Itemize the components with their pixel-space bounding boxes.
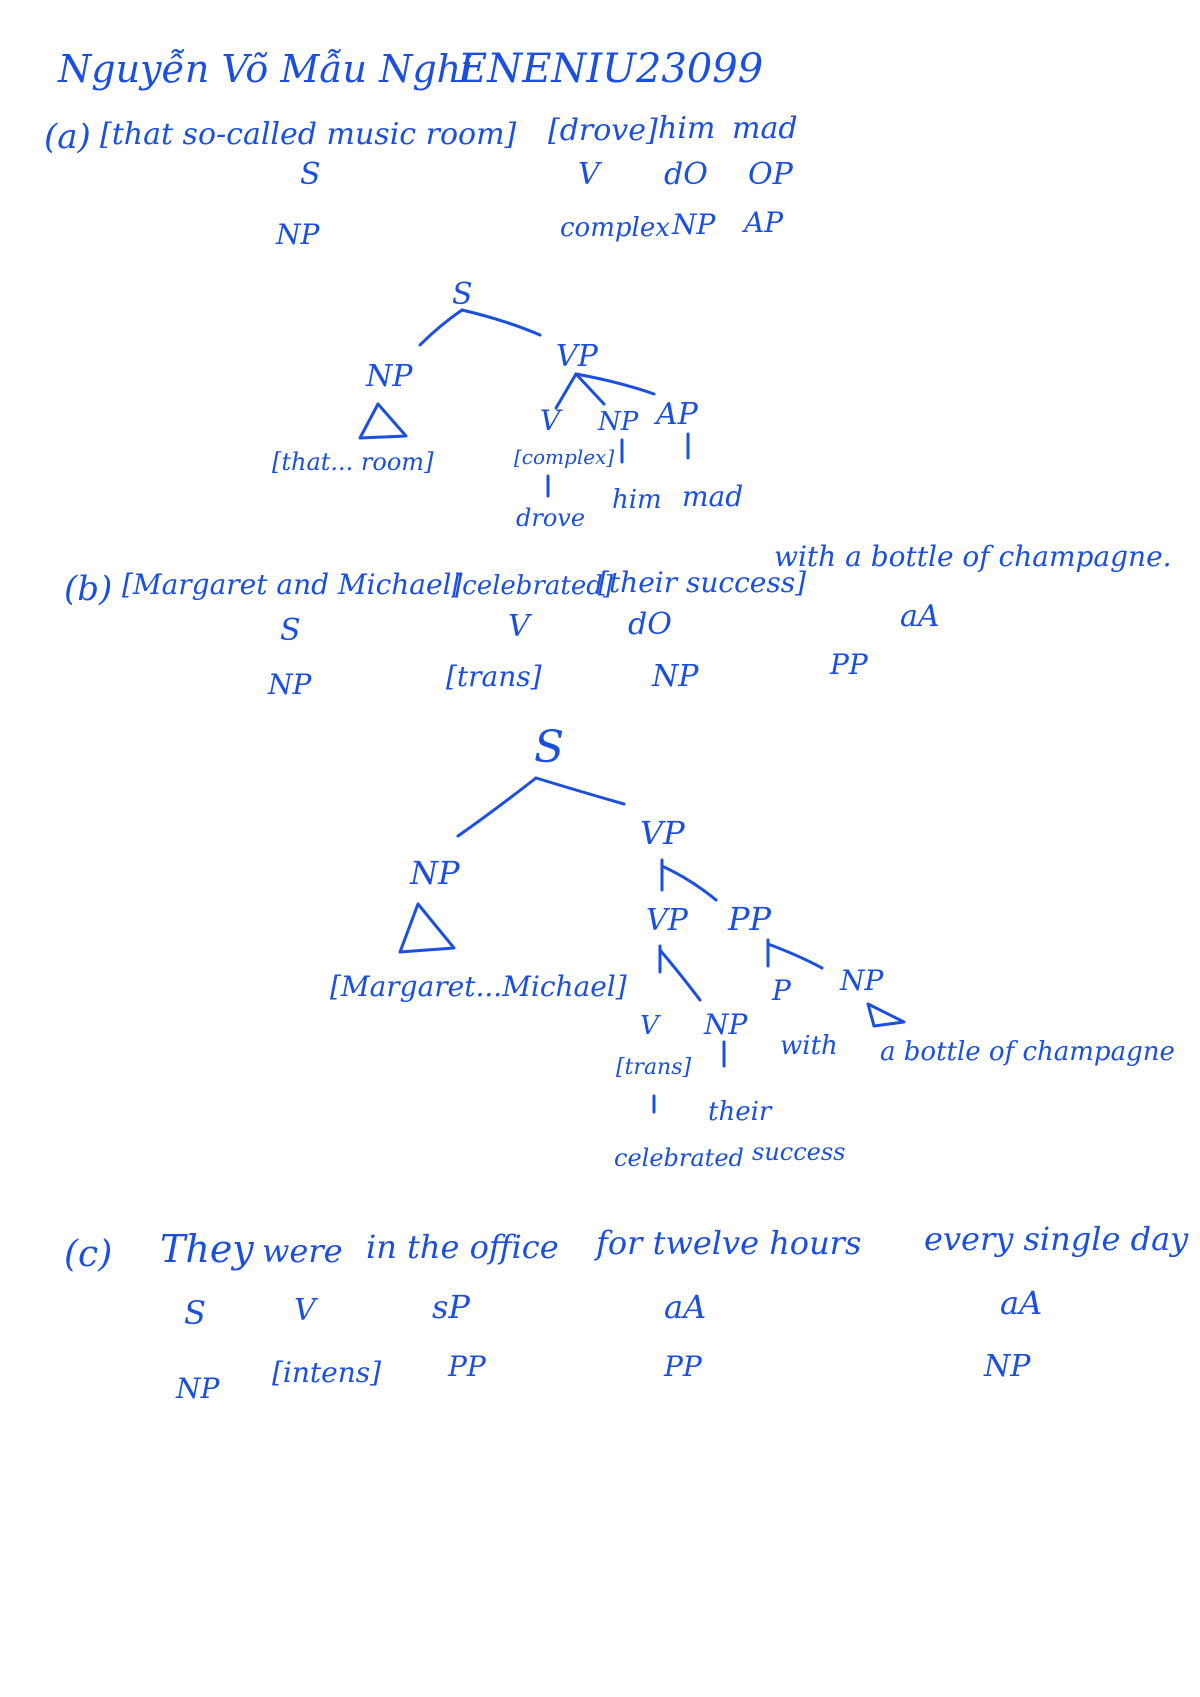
exercise-c: (c) They were in the office for twelve h… bbox=[64, 1220, 1189, 1405]
exercise-marker: (b) bbox=[64, 569, 112, 609]
tree-node-np: NP bbox=[703, 1008, 749, 1041]
category-label: PP bbox=[447, 1350, 487, 1383]
function-label: V bbox=[578, 157, 603, 192]
tree-branch bbox=[418, 308, 464, 347]
function-label: V bbox=[508, 609, 533, 644]
category-label: [intens] bbox=[272, 1356, 381, 1389]
category-label: NP bbox=[671, 208, 717, 241]
tree-branch bbox=[534, 776, 626, 806]
tree-node-p: P bbox=[771, 974, 792, 1007]
tree-branch bbox=[456, 776, 538, 838]
tree-node-np: NP bbox=[839, 964, 885, 997]
tree-subcategory: [trans] bbox=[616, 1055, 692, 1080]
tree-triangle bbox=[358, 402, 408, 440]
tree-leaf: their bbox=[708, 1097, 773, 1127]
tree-b: S NP VP [Margaret...Michael] VP PP V NP … bbox=[330, 722, 1175, 1172]
category-label: NP bbox=[275, 218, 321, 251]
function-label: V bbox=[294, 1293, 319, 1328]
sentence-word: were bbox=[262, 1232, 343, 1270]
category-label: AP bbox=[741, 206, 784, 239]
function-label: S bbox=[280, 613, 301, 648]
sentence-segment: him bbox=[658, 111, 715, 146]
exercise-b: (b) [Margaret and Michael] [celebrated] … bbox=[64, 540, 1172, 701]
tree-leaf: celebrated bbox=[614, 1144, 744, 1172]
tree-a: S NP VP [that... room] V NP AP [complex]… bbox=[272, 277, 743, 532]
tree-leaf: drove bbox=[516, 504, 585, 532]
category-label: NP bbox=[651, 659, 699, 694]
sentence-segment: [their success] bbox=[598, 566, 806, 599]
tree-leaf: success bbox=[752, 1138, 846, 1166]
tree-node-vp: VP bbox=[640, 814, 685, 852]
tree-node-np: NP bbox=[597, 407, 639, 437]
function-label: aA bbox=[664, 1288, 706, 1326]
function-label: aA bbox=[1000, 1284, 1042, 1322]
tree-branch bbox=[766, 942, 824, 970]
sentence-segment: [that so-called music room] bbox=[100, 117, 517, 152]
function-label: aA bbox=[900, 599, 940, 634]
sentence-word: in the office bbox=[366, 1228, 559, 1266]
sentence-segment: [drove] bbox=[548, 113, 658, 148]
tree-leaf: [that... room] bbox=[272, 448, 434, 476]
sentence-segment: mad bbox=[732, 111, 798, 146]
tree-branch bbox=[658, 948, 702, 1002]
tree-triangle bbox=[866, 1002, 906, 1028]
sentence-segment: [celebrated] bbox=[452, 571, 614, 601]
tree-node-ap: AP bbox=[653, 397, 699, 432]
tree-leaf: him bbox=[612, 485, 662, 515]
function-label: OP bbox=[748, 157, 794, 192]
tree-leaf: with bbox=[780, 1031, 838, 1061]
header: Nguyễn Võ Mẫu Nghi ENENIU23099 bbox=[57, 46, 763, 92]
sentence-segment: with a bottle of champagne. bbox=[774, 540, 1172, 573]
category-label: PP bbox=[663, 1350, 703, 1383]
tree-branch bbox=[460, 308, 542, 337]
tree-leaf: mad bbox=[682, 480, 743, 513]
tree-branch bbox=[574, 372, 656, 396]
sentence-word: every single day bbox=[924, 1220, 1189, 1258]
tree-branch bbox=[660, 864, 718, 902]
exercise-marker: (a) bbox=[44, 117, 91, 157]
function-label: sP bbox=[432, 1288, 470, 1326]
tree-branch bbox=[554, 372, 578, 410]
function-label: dO bbox=[664, 157, 708, 192]
tree-node-vp: VP bbox=[646, 903, 689, 938]
exercise-marker: (c) bbox=[64, 1234, 112, 1275]
tree-branch bbox=[574, 372, 606, 406]
category-label: [trans] bbox=[446, 660, 542, 693]
tree-node-pp: PP bbox=[727, 900, 772, 938]
function-label: dO bbox=[628, 607, 672, 642]
category-label: PP bbox=[829, 648, 869, 681]
tree-node-v: V bbox=[640, 1011, 661, 1041]
category-label: NP bbox=[267, 668, 313, 701]
sentence-word: They bbox=[160, 1227, 254, 1271]
sentence-word: for twelve hours bbox=[594, 1224, 861, 1262]
category-label: NP bbox=[983, 1349, 1031, 1384]
tree-node-vp: VP bbox=[556, 339, 599, 374]
tree-node-v: V bbox=[540, 404, 563, 437]
category-label: NP bbox=[175, 1372, 221, 1405]
category-label: complex bbox=[560, 213, 670, 243]
student-id: ENENIU23099 bbox=[457, 46, 763, 92]
sentence-segment: [Margaret and Michael] bbox=[122, 568, 463, 601]
tree-leaf: a bottle of champagne bbox=[880, 1037, 1175, 1067]
function-label: S bbox=[300, 157, 321, 192]
tree-node-np: NP bbox=[409, 854, 460, 892]
tree-node-s: S bbox=[534, 722, 564, 773]
tree-triangle bbox=[398, 902, 456, 954]
tree-leaf: [Margaret...Michael] bbox=[330, 970, 627, 1003]
student-name: Nguyễn Võ Mẫu Nghi bbox=[57, 47, 473, 91]
function-label: S bbox=[184, 1294, 206, 1332]
tree-node-np: NP bbox=[365, 359, 413, 394]
tree-node-s: S bbox=[452, 277, 473, 312]
tree-subcategory: [complex] bbox=[514, 445, 614, 469]
exercise-a: (a) [that so-called music room] [drove] … bbox=[44, 111, 798, 251]
